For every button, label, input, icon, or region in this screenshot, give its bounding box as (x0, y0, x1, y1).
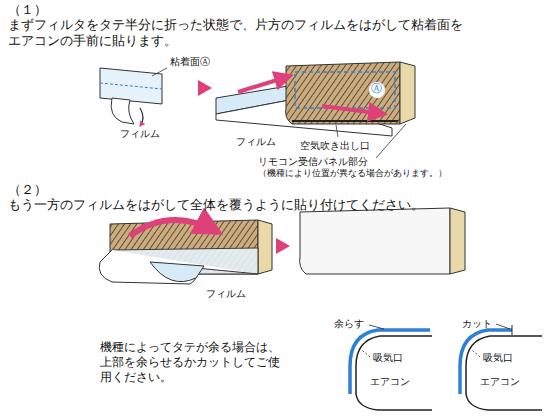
part-label: 粘着面Ⓐ (170, 56, 210, 68)
note-text: （機種により位置が異なる場合があります。） (258, 168, 447, 179)
air-conditioner (300, 208, 465, 274)
part-label: カット (462, 318, 492, 331)
part-label: フィルム (120, 128, 160, 140)
part-label: 余らす (334, 318, 364, 331)
step-triangle (276, 238, 290, 254)
instruction-text: まずフィルタをタテ半分に折った状態で、片方のフィルムをはがして粘着面を エアコン… (8, 17, 548, 50)
part-label: エアコン (480, 376, 520, 389)
step-number: （１） (8, 2, 47, 18)
air-conditioner (99, 220, 272, 284)
step-triangle (198, 80, 212, 96)
part-label: 空気吹き出し口 (300, 140, 370, 152)
leader-line (376, 124, 406, 158)
leader-line (336, 125, 338, 137)
cross-section (350, 325, 432, 410)
cross-section (460, 324, 542, 410)
part-label: 吸気口 (483, 352, 513, 365)
part-label: フィルム (236, 136, 276, 148)
move-arrow (322, 106, 384, 114)
instruction-text: もう一方のフィルムをはがして全体を覆うように貼り付けてください。 (8, 197, 424, 213)
part-label: フィルム (206, 288, 246, 300)
part-label: エアコン (370, 376, 410, 389)
callout-mark: Ⓐ (371, 82, 382, 96)
air-conditioner (286, 62, 415, 124)
note-text: 機種によってタテが余る場合は、 上部を余らせるかカットしてご使 用ください。 (100, 340, 315, 385)
part-label: 吸気口 (373, 352, 403, 365)
move-arrow (238, 76, 290, 92)
step-number: （２） (8, 182, 47, 198)
part-label: リモコン受信パネル部分 (258, 156, 368, 168)
folded-filter (100, 68, 167, 126)
